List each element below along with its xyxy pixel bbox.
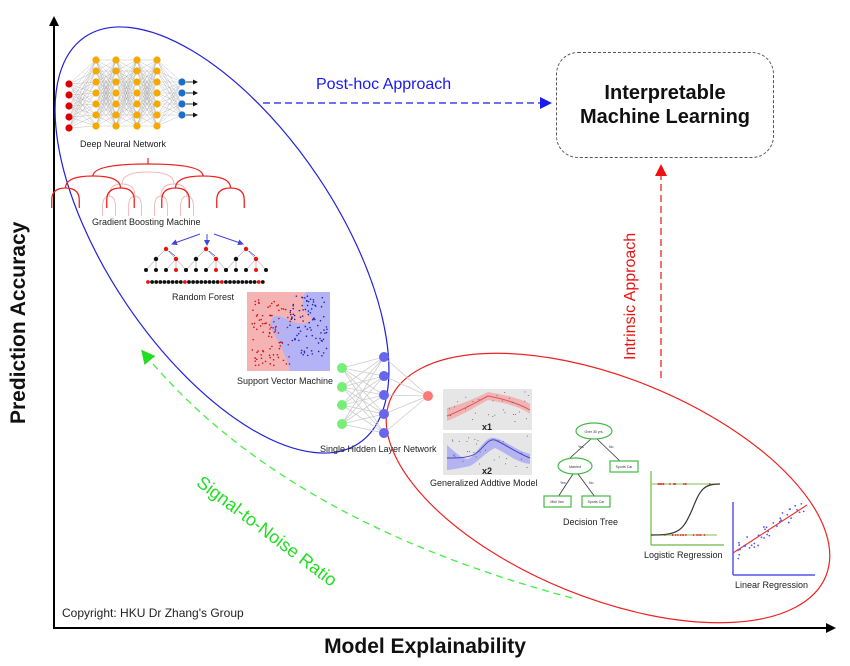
dt-yes-2: Yes — [560, 481, 566, 485]
dt-yes-1: Yes — [578, 445, 584, 449]
single-hidden-layer-network-icon — [337, 352, 433, 438]
deep-neural-network-icon — [65, 56, 198, 132]
gam-label: Generalized Addtive Model — [430, 478, 538, 488]
dt-leaf-sports: Sports Car — [588, 500, 606, 504]
svm-icon — [247, 292, 330, 371]
decision-tree-icon: Over 30 yrs. Married Sports Car Mini Van… — [543, 422, 639, 508]
iml-title-line2: Machine Learning — [579, 106, 751, 128]
interpretable-group-ellipse — [385, 352, 831, 624]
linreg-label: Linear Regression — [735, 580, 809, 590]
gbm-label: Gradient Boosting Machine — [92, 217, 201, 227]
random-forest-icon — [144, 233, 268, 284]
dt-leaf-right: Sports Car — [616, 465, 634, 469]
intrinsic-label: Intrinsic Approach — [622, 232, 639, 360]
logreg-label: Logistic Regression — [644, 550, 723, 560]
blackbox-group-ellipse — [54, 26, 390, 454]
dt-no-2: No — [589, 481, 594, 485]
copyright-text: Copyright: HKU Dr Zhang's Group — [62, 606, 244, 620]
posthoc-label: Post-hoc Approach — [316, 76, 452, 93]
linear-regression-icon — [732, 502, 815, 576]
logistic-regression-icon — [650, 471, 724, 546]
x-axis-label: Model Explainability — [324, 635, 526, 658]
dt-label: Decision Tree — [563, 517, 619, 527]
svm-label: Support Vector Machine — [237, 376, 334, 386]
gradient-boosting-icon — [51, 158, 245, 216]
shln-label: Single Hidden Layer Network — [320, 444, 437, 454]
dt-married-label: Married — [569, 465, 581, 469]
dt-leaf-minivan: Mini Van — [550, 500, 563, 504]
rf-label: Random Forest — [172, 292, 235, 302]
y-axis-label: Prediction Accuracy — [7, 221, 30, 424]
iml-title-line1: Interpretable — [604, 82, 726, 104]
gam-x2-label: x2 — [482, 466, 493, 476]
gam-x1-label: x1 — [482, 422, 493, 432]
dt-no-1: No — [609, 445, 614, 449]
gam-icon — [443, 389, 532, 475]
dnn-label: Deep Neural Network — [80, 139, 167, 149]
interpretable-ml-box: Interpretable Machine Learning — [556, 52, 774, 158]
dt-root-label: Over 30 yrs. — [584, 430, 603, 434]
